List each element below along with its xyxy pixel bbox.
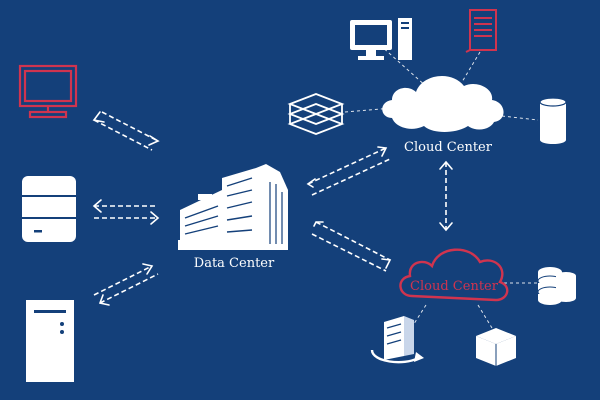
cloud-center-bottom-label: Cloud Center xyxy=(410,279,499,294)
monitor-icon xyxy=(18,64,78,119)
rack-server-icon xyxy=(465,9,497,53)
data-center-label: Data Center xyxy=(194,256,275,271)
line-db-cloud xyxy=(501,115,539,121)
arrow-drives-datacenter xyxy=(94,205,158,219)
desktop-computer-icon xyxy=(350,18,412,60)
cloud-center-bottom xyxy=(399,248,509,302)
database-stack-icon xyxy=(537,267,576,305)
line-layers-cloud xyxy=(344,107,393,113)
arrow-datacenter-cloud-bottom xyxy=(311,221,391,272)
box-cube-icon xyxy=(476,328,516,366)
server-rack-icon xyxy=(370,316,424,364)
line-rack-cloud xyxy=(461,51,481,83)
arrow-tower-datacenter xyxy=(93,265,159,304)
cloud-center-top-label: Cloud Center xyxy=(404,140,493,155)
cloud-top-shape xyxy=(382,75,504,132)
data-center-building-icon xyxy=(178,164,288,250)
line-desktop-cloud xyxy=(379,44,429,89)
arrow-monitor-datacenter xyxy=(93,111,159,151)
server-drives-icon xyxy=(22,176,76,242)
arrowheads xyxy=(92,111,453,306)
line-cube-cloud2 xyxy=(477,304,493,329)
cloud-center-top xyxy=(382,75,504,132)
stacked-layers-icon xyxy=(287,93,345,135)
arrow-datacenter-cloud-top xyxy=(307,147,391,196)
tower-pc-icon xyxy=(26,300,74,382)
bidirectional-arrows xyxy=(93,111,447,304)
database-cylinder-icon xyxy=(539,97,567,144)
cloud-bottom-shape xyxy=(399,248,509,302)
